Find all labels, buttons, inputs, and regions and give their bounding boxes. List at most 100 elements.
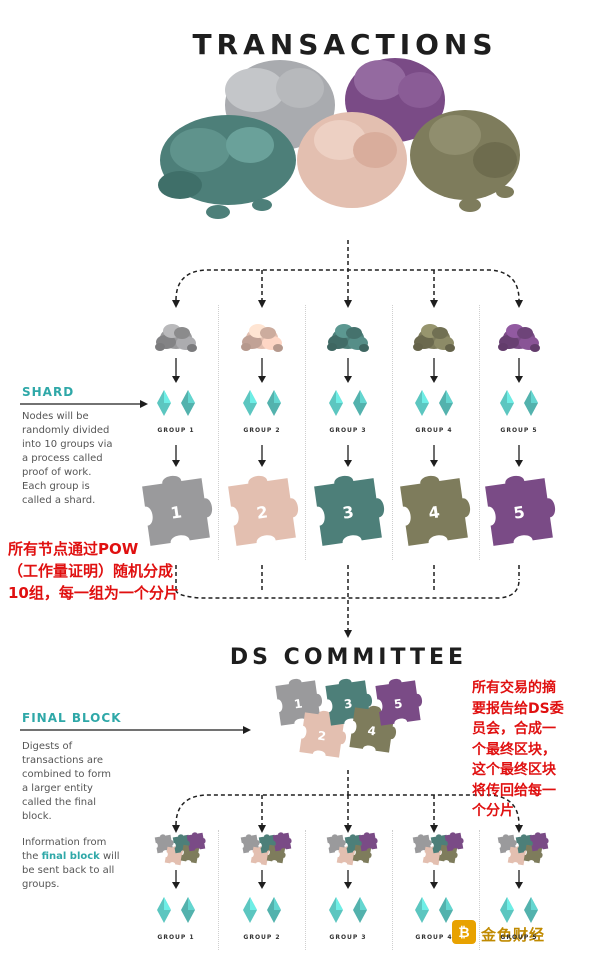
ds-puzzle-piece: 5	[375, 678, 423, 726]
watermark-logo-icon: ₿	[452, 920, 476, 944]
group-column-3: 3	[314, 324, 385, 546]
node-crystals-icon	[243, 897, 281, 923]
mini-rock-pile	[241, 324, 283, 352]
column-separator	[479, 830, 480, 950]
svg-text:5: 5	[393, 696, 403, 711]
right-annotation: 所有交易的摘 要报告给DS委 员会，合成一 个最终区块， 这个最终区块 将传回给…	[472, 678, 564, 822]
group-label: GROUP 1	[157, 934, 195, 941]
svg-text:3: 3	[343, 696, 353, 711]
shard-heading: SHARD	[22, 385, 75, 399]
column-separator	[218, 305, 219, 560]
group-label: GROUP 4	[415, 934, 453, 941]
mini-rock-pile	[155, 324, 197, 352]
merge-arrows	[175, 565, 520, 630]
watermark-text: 金色财经	[481, 926, 546, 944]
shard-puzzle-piece: 5	[485, 475, 556, 546]
annotation-line: 所有交易的摘	[472, 680, 556, 696]
shard-text-line: called a shard.	[22, 495, 96, 506]
transactions-rock-pile	[158, 58, 520, 219]
final-block-copy	[412, 832, 464, 923]
group-label: GROUP 3	[329, 427, 367, 434]
shard-number: 3	[341, 502, 355, 522]
node-crystals-icon	[243, 390, 281, 416]
annotation-line: 员会，合成一	[472, 721, 556, 737]
distribution-arrows-bottom	[175, 770, 520, 826]
info-the: the	[22, 851, 42, 862]
final-block-copy	[326, 832, 378, 923]
info-line: groups.	[22, 879, 60, 890]
final-block-text-line: combined to form	[22, 769, 112, 780]
final-block-text-line: Digests of	[22, 741, 73, 752]
node-crystals-icon	[157, 897, 195, 923]
distribution-arrows-top	[175, 240, 520, 301]
final-block-description: Digests of transactions are combined to …	[22, 740, 142, 824]
final-block-pointer-arrow	[20, 726, 251, 734]
final-block-copy	[240, 832, 292, 923]
shard-number: 4	[427, 502, 441, 522]
shard-number: 5	[512, 502, 526, 522]
bottom-arrowheads	[172, 825, 523, 833]
annotation-line: 10组，每一组为一个分片	[8, 584, 179, 602]
group-label: GROUP 1	[157, 427, 195, 434]
annotation-line: 要报告给DS委	[472, 700, 564, 717]
svg-text:₿: ₿	[458, 925, 469, 941]
final-block-highlight: final block	[41, 851, 100, 862]
annotation-line: 将传回给每一	[472, 782, 556, 799]
final-block-text-line: transactions are	[22, 755, 104, 766]
group-column-4: 4	[400, 324, 471, 546]
shard-number: 2	[255, 502, 269, 522]
shard-puzzle-piece: 1	[142, 475, 213, 546]
transactions-title: TRANSACTIONS	[192, 28, 498, 61]
mini-rock-pile	[498, 324, 540, 352]
group-label: GROUP 2	[243, 934, 281, 941]
group-label: GROUP 5	[500, 934, 538, 941]
distribution-arrowheads	[172, 300, 523, 308]
annotation-line: 个最终区块，	[472, 741, 556, 758]
node-crystals-icon	[329, 897, 367, 923]
mini-rock-pile	[413, 324, 455, 352]
annotation-line: 所有节点通过POW	[8, 540, 139, 558]
node-crystals-icon	[500, 390, 538, 416]
annotation-line: 个分片	[472, 803, 514, 819]
group-label: GROUP 3	[329, 934, 367, 941]
final-block-info: Information from the final block will be…	[22, 836, 152, 892]
shard-puzzle-piece: 2	[228, 475, 299, 546]
merge-arrowhead	[344, 630, 352, 638]
left-annotation: 所有节点通过POW （工作量证明）随机分成 10组，每一组为一个分片	[8, 538, 179, 604]
shard-number: 1	[169, 502, 183, 522]
final-block-text-line: called the final	[22, 797, 96, 808]
final-block-copy	[154, 832, 206, 923]
group-column-1: 1	[142, 324, 213, 546]
shard-description: Nodes will be randomly divided into 10 g…	[22, 410, 142, 508]
svg-text:2: 2	[317, 728, 327, 743]
final-block-text-line: block.	[22, 811, 52, 822]
group-column-2: 2	[228, 324, 299, 546]
group-label: GROUP 4	[415, 427, 453, 434]
column-separator	[218, 830, 219, 950]
final-block-heading: FINAL BLOCK	[22, 711, 122, 725]
info-will: will	[99, 851, 120, 862]
node-crystals-icon	[415, 897, 453, 923]
annotation-line: 这个最终区块	[472, 762, 556, 778]
node-crystals-icon	[415, 390, 453, 416]
column-separator	[392, 830, 393, 950]
node-crystals-icon	[329, 390, 367, 416]
column-separator	[392, 305, 393, 560]
column-separator	[305, 305, 306, 560]
shard-puzzle-piece: 4	[400, 475, 471, 546]
shard-text-line: Nodes will be	[22, 411, 89, 422]
group-column-5: 5	[485, 324, 556, 546]
final-block-text-line: a larger entity	[22, 783, 93, 794]
shard-text-line: into 10 groups via	[22, 439, 113, 450]
node-crystals-icon	[157, 390, 195, 416]
info-line: the final block will	[22, 850, 152, 864]
shard-pointer-arrow	[20, 400, 148, 408]
mini-rock-pile	[327, 324, 369, 352]
column-separator	[305, 830, 306, 950]
annotation-line: （工作量证明）随机分成	[8, 562, 174, 580]
shard-text-line: proof of work.	[22, 467, 92, 478]
svg-text:1: 1	[293, 696, 303, 711]
shard-text-line: randomly divided	[22, 425, 110, 436]
